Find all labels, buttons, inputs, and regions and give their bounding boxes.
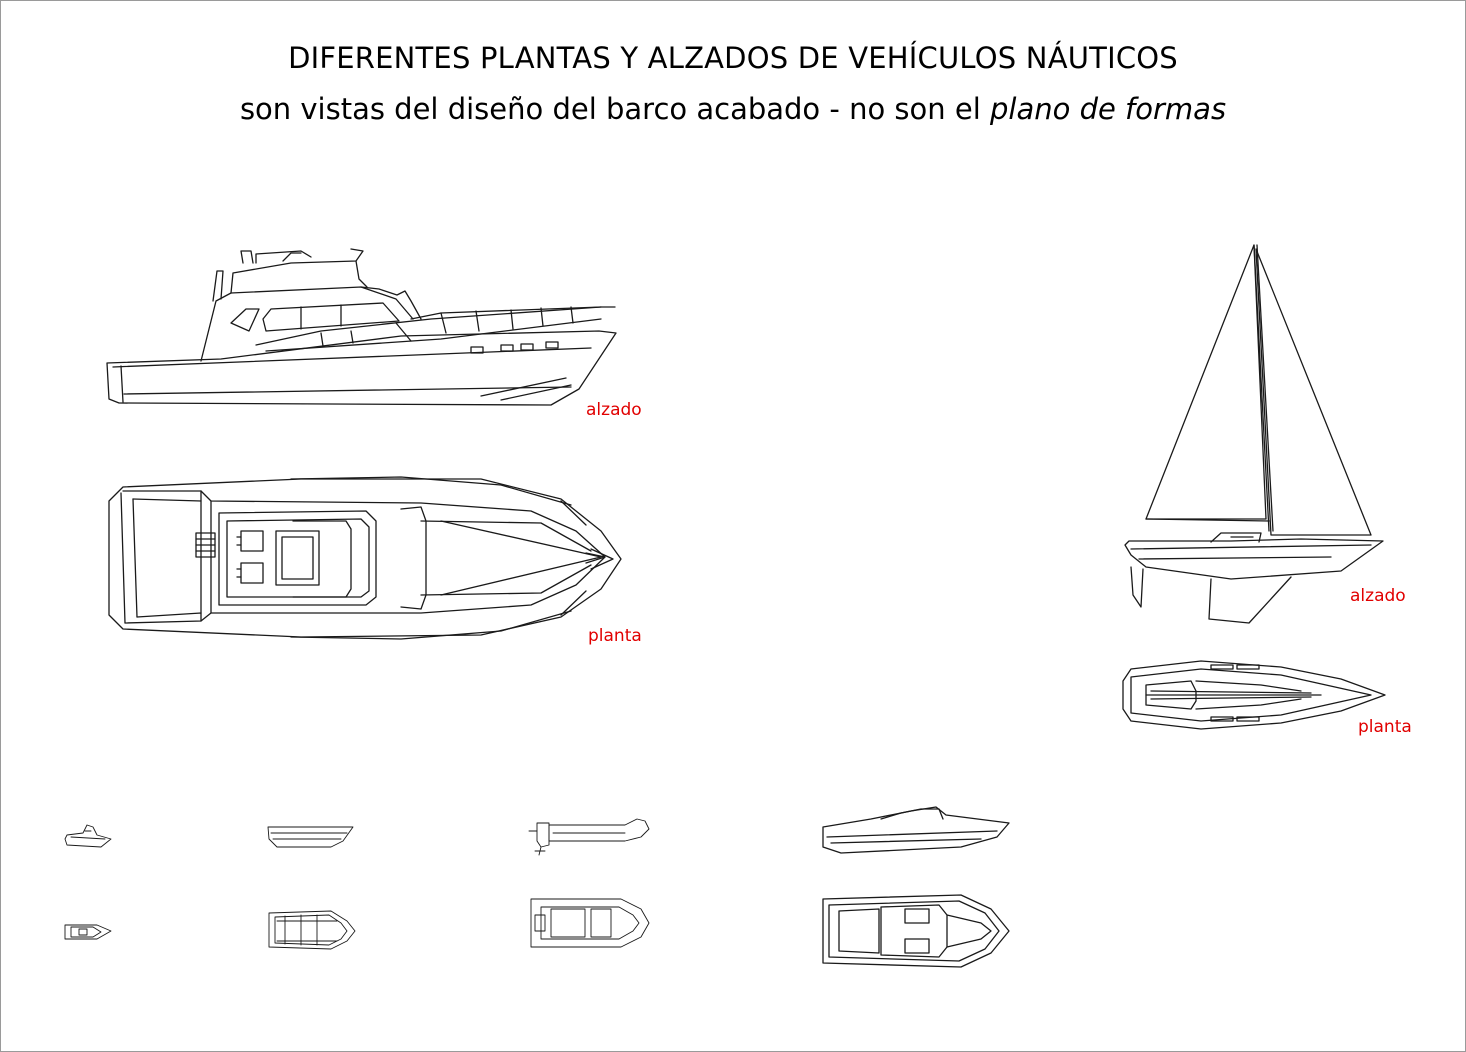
- sailboat-elevation-label: alzado: [1350, 586, 1406, 606]
- rowboat-plan: [268, 910, 356, 950]
- sailboat-plan-label: planta: [1358, 717, 1412, 737]
- page-title: DIFERENTES PLANTAS Y ALZADOS DE VEHÍCULO…: [288, 41, 1178, 75]
- rowboat-elevation: [267, 826, 354, 848]
- speedboat-elevation: [822, 806, 1010, 854]
- motor-yacht-elevation: [106, 248, 617, 406]
- page-subtitle: son vistas del diseño del barco acabado …: [1, 92, 1465, 126]
- motor-yacht-plan: [108, 476, 622, 640]
- jetski-elevation: [64, 824, 112, 848]
- inflatable-plan: [530, 898, 650, 948]
- yacht-plan-label: planta: [588, 626, 642, 646]
- subtitle-text: son vistas del diseño del barco acabado …: [239, 92, 990, 126]
- subtitle-italic-text: plano de formas: [990, 92, 1227, 126]
- sailboat-plan: [1122, 660, 1386, 730]
- sailboat-elevation: [1124, 244, 1384, 624]
- speedboat-plan: [822, 894, 1010, 968]
- jetski-plan: [64, 924, 112, 940]
- yacht-elevation-label: alzado: [586, 400, 642, 420]
- inflatable-elevation: [528, 818, 650, 856]
